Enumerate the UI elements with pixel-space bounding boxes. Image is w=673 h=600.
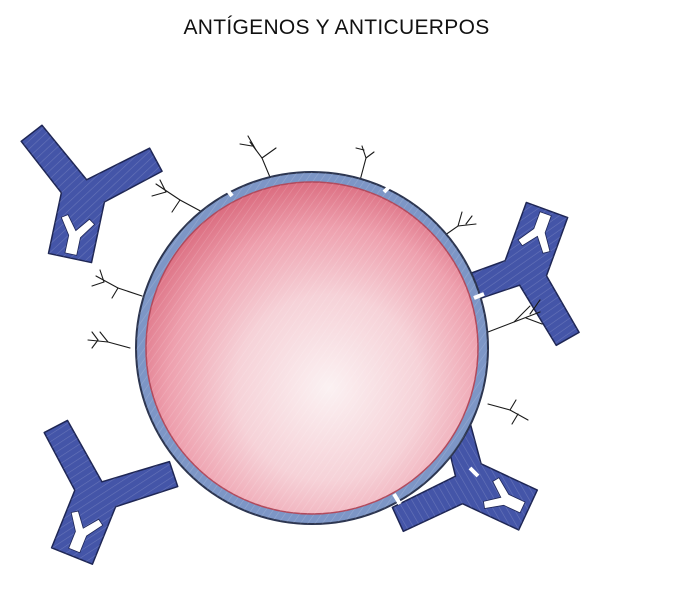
antigen-icon bbox=[151, 179, 207, 215]
antibody-icon bbox=[0, 120, 167, 274]
antigen-icon bbox=[87, 331, 131, 349]
antibody-top-left bbox=[0, 120, 167, 274]
antigen-icon bbox=[487, 399, 529, 425]
cell-body bbox=[145, 181, 479, 515]
diagram-title: ANTÍGENOS Y ANTICUERPOS bbox=[183, 16, 490, 39]
antigen-icon bbox=[91, 269, 143, 299]
antigen-icon bbox=[487, 299, 543, 333]
antigen-icon bbox=[239, 135, 277, 183]
